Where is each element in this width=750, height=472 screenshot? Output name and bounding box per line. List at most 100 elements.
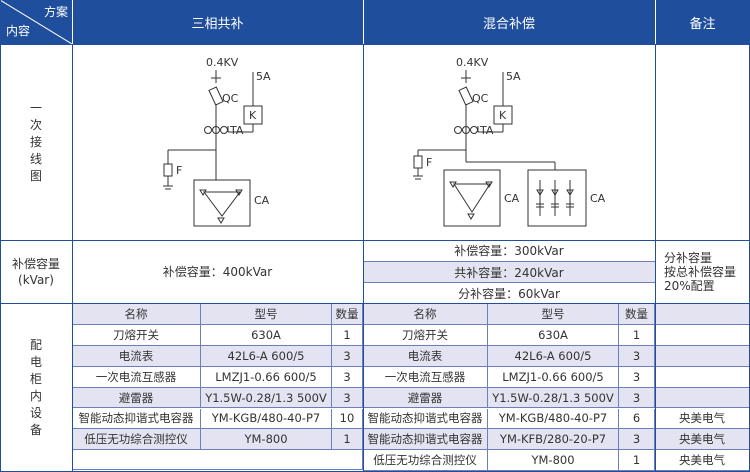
label-k: K <box>249 109 257 122</box>
right-row-model: LMZJ1-0.66 600/5 <box>488 366 619 388</box>
label-ta: TA <box>229 124 244 137</box>
right-row-model: YM-KGB/480-40-P7 <box>488 408 619 430</box>
right-row-name: 一次电流互感器 <box>363 366 488 388</box>
equipment-label-char: 配 <box>29 337 42 352</box>
equipment-label-char: 电 <box>29 354 42 369</box>
equip-col-header: 名称 <box>72 304 201 325</box>
label-ca-split: CA <box>590 192 606 205</box>
left-row-model: YM-800 <box>201 429 332 451</box>
left-row-model: Y1.5W-0.28/1.3 500V <box>201 387 332 409</box>
remark-line-3: 20%配置 <box>664 278 715 293</box>
right-row-qty: 1 <box>619 324 655 346</box>
left-row-model: YM-KGB/480-40-P7 <box>201 408 332 430</box>
label-5a: 5A <box>506 70 521 83</box>
right-row-remark: 央美电气 <box>655 408 750 430</box>
wiring-diagram-mixed: 0.4KV 5A QC K TA F CA CA <box>413 56 606 227</box>
wiring-label-char: 次 <box>29 117 42 132</box>
label-f: F <box>426 156 432 169</box>
left-row-qty: 3 <box>332 366 363 388</box>
right-row-name: 电流表 <box>363 345 488 367</box>
right-row-qty: 3 <box>619 345 655 367</box>
right-row-name: 避雷器 <box>363 387 488 409</box>
wiring-diagram-three-phase: 0.4KV 5A QC K TA F CA <box>163 56 271 227</box>
equip-col-header-remark <box>655 304 750 325</box>
left-row-name: 避雷器 <box>72 387 201 409</box>
equipment-label-char: 内 <box>29 388 42 403</box>
left-row-model: 42L6-A 600/5 <box>201 345 332 367</box>
capacity-remark: 分补容量 按总补偿容量 20%配置 <box>655 240 750 303</box>
right-row-qty: 1 <box>619 450 655 472</box>
right-row-remark: 央美电气 <box>655 429 750 451</box>
header-three-phase: 三相共补 <box>72 0 363 44</box>
wiring-label-char: 一 <box>29 100 42 115</box>
right-row-model: YM-800 <box>488 450 619 472</box>
capacity-row-label: 补偿容量 (kVar) <box>0 240 72 303</box>
wiring-label-char: 线 <box>29 151 42 166</box>
header-mixed: 混合补偿 <box>363 0 655 44</box>
equip-col-header: 数量 <box>332 304 363 325</box>
right-row-name: 刀熔开关 <box>363 324 488 346</box>
wiring-label-char: 接 <box>29 134 42 149</box>
right-row-remark: 央美电气 <box>655 450 750 472</box>
label-k: K <box>499 109 507 122</box>
label-voltage: 0.4KV <box>456 56 489 69</box>
right-row-qty: 3 <box>619 366 655 388</box>
left-row-qty: 3 <box>332 387 363 409</box>
capacity-label-2: (kVar) <box>18 272 54 287</box>
left-row-name: 智能动态抑谐式电容器 <box>72 408 201 430</box>
left-row-name: 一次电流互感器 <box>72 366 201 388</box>
capacity-three-phase: 补偿容量：400kVar <box>162 265 273 279</box>
label-qc: QC <box>222 92 239 105</box>
right-row-remark <box>655 345 750 367</box>
equip-col-header: 名称 <box>363 304 488 325</box>
left-row-qty: 3 <box>332 345 363 367</box>
right-row-remark <box>655 324 750 346</box>
equip-col-header: 数量 <box>619 304 655 325</box>
right-row-name: 低压无功综合测控仪 <box>363 450 488 472</box>
corner-bottom-label: 内容 <box>6 24 31 38</box>
label-ca: CA <box>254 194 270 207</box>
left-row-name: 刀熔开关 <box>72 324 201 346</box>
header-corner: 方案 内容 <box>0 0 72 44</box>
label-ta: TA <box>479 124 494 137</box>
equipment-label-char: 设 <box>29 405 42 420</box>
label-voltage: 0.4KV <box>206 56 239 69</box>
right-row-model: YM-KFB/280-20-P7 <box>488 429 619 451</box>
right-row-remark <box>655 366 750 388</box>
right-row-qty: 3 <box>619 429 655 451</box>
label-qc: QC <box>472 92 489 105</box>
wiring-row-label: 一次接线图 <box>0 44 72 240</box>
right-row-name: 智能动态抑谐式电容器 <box>363 408 488 430</box>
right-row-qty: 6 <box>619 408 655 430</box>
remark-line-1: 分补容量 <box>664 250 713 265</box>
left-row-qty: 1 <box>332 429 363 451</box>
capacity-label-1: 补偿容量 <box>11 256 60 271</box>
left-row-name: 电流表 <box>72 345 201 367</box>
label-f: F <box>176 164 182 177</box>
equip-col-header: 型号 <box>201 304 332 325</box>
right-row-remark <box>655 387 750 409</box>
left-row-qty: 10 <box>332 408 363 430</box>
left-row-model: LMZJ1-0.66 600/5 <box>201 366 332 388</box>
equip-col-header: 型号 <box>488 304 619 325</box>
equipment-row-label: 配电柜内设备 <box>0 303 72 472</box>
left-row-qty: 1 <box>332 324 363 346</box>
right-row-name: 智能动态抑谐式电容器 <box>363 429 488 451</box>
left-row-name: 低压无功综合测控仪 <box>72 429 201 451</box>
remark-line-2: 按总补偿容量 <box>664 264 737 279</box>
corner-top-label: 方案 <box>43 5 68 19</box>
capacity-mixed-total: 补偿容量：300kVar <box>454 244 564 258</box>
left-row-empty <box>72 450 363 471</box>
capacity-mixed-common: 共补容量：240kVar <box>363 262 655 282</box>
equipment-label-char: 备 <box>29 422 42 437</box>
label-ca: CA <box>504 192 520 205</box>
right-row-qty: 3 <box>619 387 655 409</box>
corner-diagonal <box>0 0 72 44</box>
equipment-label-char: 柜 <box>29 371 42 386</box>
header-remark: 备注 <box>655 0 750 44</box>
label-5a: 5A <box>256 70 271 83</box>
right-row-model: 630A <box>488 324 619 346</box>
wiring-label-char: 图 <box>29 168 42 183</box>
right-row-model: Y1.5W-0.28/1.3 500V <box>488 387 619 409</box>
